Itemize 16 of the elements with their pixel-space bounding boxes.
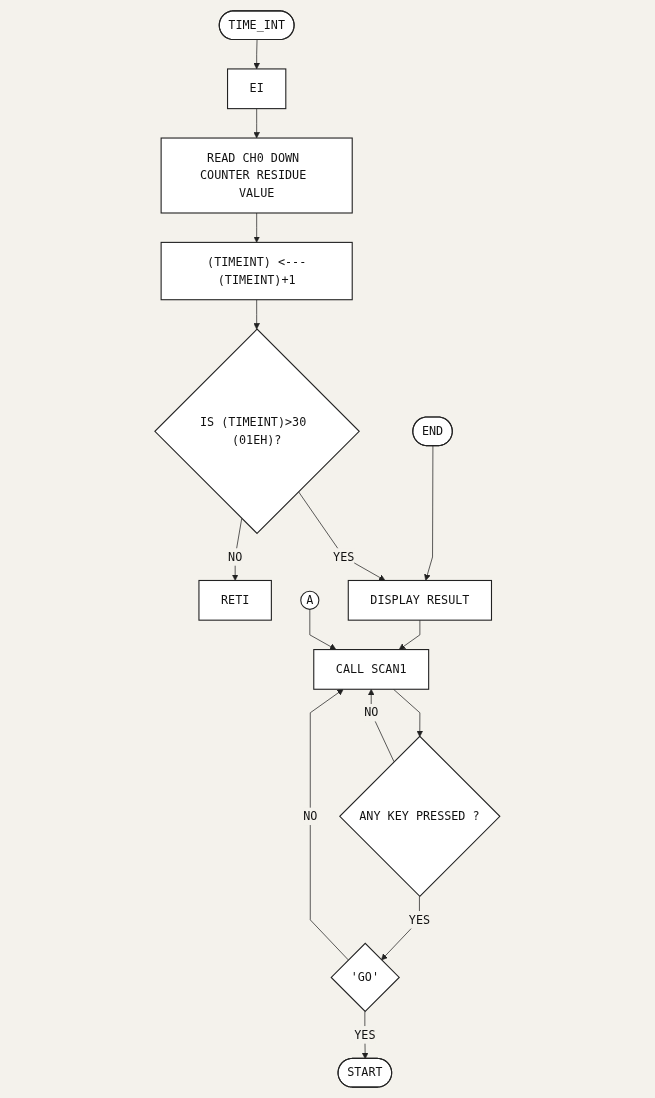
edge-label: YES <box>354 1027 376 1042</box>
node-box: EI <box>227 68 287 110</box>
edge-label: YES <box>333 549 355 564</box>
node-box: DISPLAY RESULT <box>347 579 493 621</box>
node-diamond: IS (TIMEINT)>30 (01EH)? <box>154 328 361 535</box>
edge-label: NO <box>364 705 379 720</box>
edge-label: YES <box>408 912 431 927</box>
edge-label: NO <box>303 808 318 823</box>
edge-label: NO <box>228 549 243 564</box>
node-box: CALL SCAN1 <box>313 649 430 690</box>
node-box: READ CH0 DOWN COUNTER RESIDUE VALUE <box>160 137 353 214</box>
node-diamond: 'GO' <box>330 942 401 1013</box>
node-box: (TIMEINT) <---(TIMEINT)+1 <box>160 241 353 301</box>
node-box: RETI <box>198 579 273 621</box>
node-circle: A <box>300 590 320 610</box>
node-diamond: ANY KEY PRESSED ? <box>339 735 501 898</box>
